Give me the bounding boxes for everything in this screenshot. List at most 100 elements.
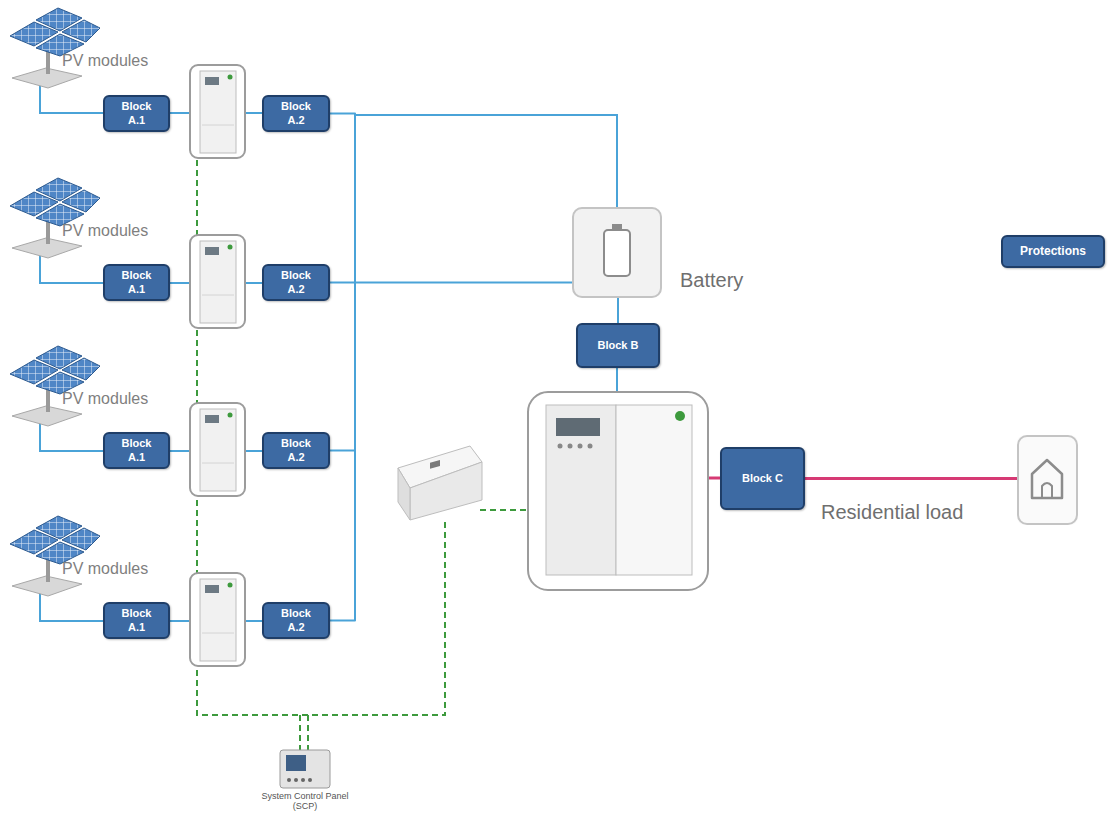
button [287, 778, 291, 782]
pv-panel [62, 528, 100, 550]
scp-label: System Control Panel (SCP) [260, 791, 350, 812]
block-label: Block A.1 [115, 437, 159, 463]
button [301, 778, 305, 782]
block-box: Block A.1 [103, 602, 170, 639]
block-label: Block B [583, 339, 653, 352]
block-box: Block A.1 [103, 432, 170, 469]
protections-button: Protections [1001, 235, 1105, 268]
device-frame [190, 65, 245, 158]
panel-body [280, 750, 330, 788]
display [286, 755, 306, 771]
logo [228, 413, 233, 418]
dc-line [617, 298, 619, 323]
dc-line [330, 114, 617, 208]
display [205, 247, 219, 255]
control-panel-icon [280, 750, 330, 788]
dc-wire [170, 450, 192, 452]
inverter [528, 392, 708, 590]
button [578, 444, 583, 449]
load-box: Residential load [1017, 435, 1078, 525]
pv-panel [62, 190, 100, 212]
pv-label: PV modules [62, 52, 148, 70]
charge-controller [190, 403, 245, 496]
cabinet [200, 579, 236, 661]
pv-label: PV modules [62, 222, 148, 240]
display [556, 418, 600, 436]
cabinet [200, 241, 236, 323]
cabinet [200, 409, 236, 491]
dc-wire [170, 282, 192, 284]
block-label: Block A.2 [274, 100, 318, 126]
dc-line [330, 282, 572, 284]
display [205, 77, 219, 85]
cabinet [616, 405, 692, 575]
device-side [398, 468, 410, 520]
block-box: Block C [720, 447, 805, 510]
dc-wire [616, 368, 618, 393]
device-front [410, 462, 482, 520]
block-box: Block A.2 [262, 95, 330, 132]
icon-label: Residential load [821, 501, 963, 524]
pv-wire [40, 592, 103, 621]
block-label: Block A.1 [115, 607, 159, 633]
pv-array-icon [10, 346, 100, 426]
pv-label: PV modules [62, 390, 148, 408]
pv-panel [62, 358, 100, 380]
pv-wire [40, 84, 103, 113]
pv-array-icon [10, 178, 100, 258]
pv-label: PV modules [62, 560, 148, 578]
block-label: Protections [1008, 244, 1098, 258]
battery-terminal [612, 224, 622, 230]
device-frame [190, 573, 245, 666]
cabinet [546, 405, 616, 575]
panel-seam [202, 633, 234, 634]
battery-box: Battery [572, 207, 662, 298]
ac-line [805, 477, 1017, 480]
house-glyph [1032, 460, 1062, 498]
panel-seam [202, 125, 234, 126]
charge-controller [190, 235, 245, 328]
logo [228, 583, 233, 588]
pv-panel [62, 20, 100, 42]
dc-line [330, 115, 617, 621]
block-label: Block A.1 [115, 100, 159, 126]
display [205, 415, 219, 423]
block-box: Block A.2 [262, 602, 330, 639]
house-door [1042, 483, 1052, 498]
battery-ground [572, 207, 662, 298]
device-frame [528, 392, 708, 590]
logo [228, 245, 233, 250]
button [588, 444, 593, 449]
cabinet [200, 71, 236, 153]
button [308, 778, 312, 782]
block-box: Block B [576, 323, 660, 368]
block-box: Block A.2 [262, 264, 330, 301]
icon-label: Battery [680, 269, 743, 292]
dc-wire [170, 620, 192, 622]
pv-array-icon [10, 516, 100, 596]
charge-controller [190, 65, 245, 158]
device-frame [190, 403, 245, 496]
logo [675, 411, 685, 421]
block-label: Block A.2 [274, 607, 318, 633]
battery-glyph [604, 230, 630, 276]
block-label: Block C [741, 472, 785, 485]
block-box: Block A.1 [103, 95, 170, 132]
block-box: Block A.1 [103, 264, 170, 301]
pv-array-icon [10, 8, 100, 88]
button [294, 778, 298, 782]
logo [228, 75, 233, 80]
button [568, 444, 573, 449]
comm-wire [299, 715, 301, 750]
block-label: Block A.1 [115, 269, 159, 295]
button [558, 444, 563, 449]
panel-seam [202, 295, 234, 296]
display [205, 585, 219, 593]
block-label: Block A.2 [274, 269, 318, 295]
gateway-device [398, 446, 482, 520]
comm-wire [480, 509, 528, 511]
port [430, 460, 440, 469]
dc-wire [170, 112, 192, 114]
comm-wire [307, 715, 309, 750]
charge-controller [190, 573, 245, 666]
